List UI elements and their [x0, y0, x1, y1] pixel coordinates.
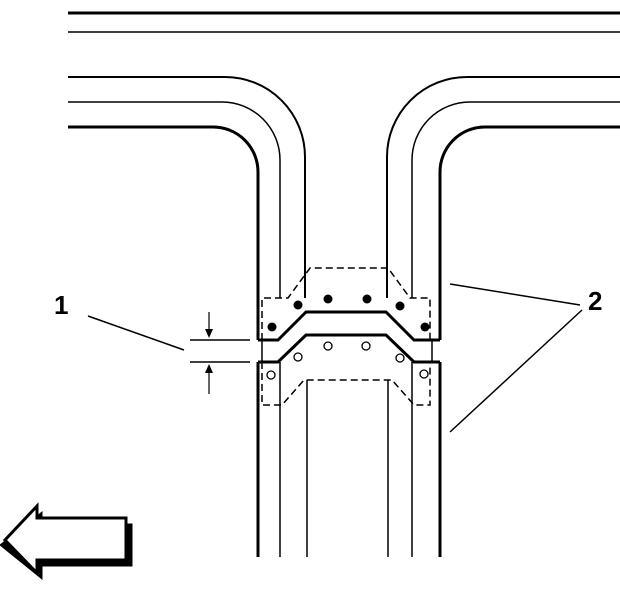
left-arrow-icon: [0, 502, 133, 581]
plug-welds-open: [266, 341, 429, 380]
callout-1-label: 1: [54, 290, 68, 320]
roof-panel-lines: [68, 11, 620, 33]
callout-2-leader-upper: [449, 283, 581, 306]
lower-cut-line: [258, 333, 440, 364]
left-pillar-upper: [68, 76, 306, 340]
callout-2-leader-lower: [449, 309, 583, 433]
upper-cut-line: [258, 310, 440, 342]
lower-insert-outline: [261, 362, 431, 406]
right-pillar-upper: [386, 76, 620, 340]
gap-dimension: [190, 312, 250, 394]
pillar-lower: [256, 362, 442, 557]
callout-2-label: 2: [588, 286, 602, 316]
upper-insert-outline: [261, 267, 431, 340]
plug-welds-filled: [267, 294, 430, 332]
callout-1-leader: [87, 315, 185, 351]
